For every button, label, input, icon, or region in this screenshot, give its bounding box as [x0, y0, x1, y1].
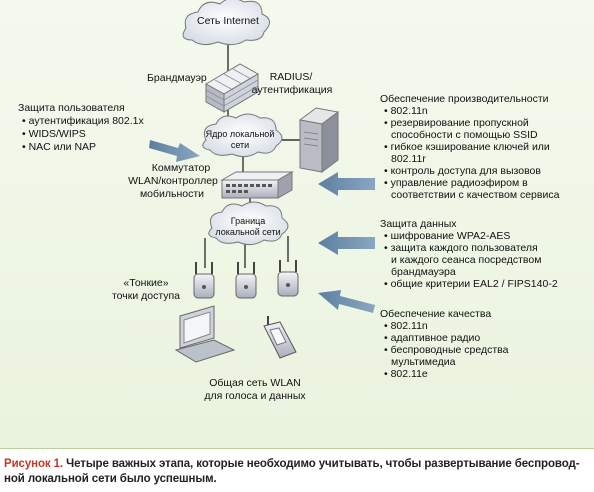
user-protection-item: • NAC или NAP: [22, 141, 96, 153]
ap-label-2: точки доступа: [112, 290, 180, 302]
performance-item: • контроль доступа для вызовов: [384, 165, 541, 177]
switch-label-3: мобильности: [140, 188, 204, 200]
data-protection-item-cont: и каждого сеанса посредством: [391, 254, 541, 266]
phone-icon: [263, 316, 297, 359]
network-diagram: Сеть Internet Брандмауэр RADIUS/ аутенти…: [18, 0, 560, 402]
internet-cloud: Сеть Internet: [182, 0, 270, 46]
quality-item: • беспроводные средства: [384, 344, 509, 356]
shared-label-2: для голоса и данных: [204, 390, 306, 402]
performance-item: • 802.11n: [384, 105, 428, 117]
core-cloud: Ядро локальной сети: [202, 113, 283, 158]
arrow-icon: [318, 172, 375, 196]
laptop-icon: [174, 305, 236, 363]
figure-caption: Рисунок 1. Четыре важных этапа, которые …: [4, 457, 590, 487]
data-protection-item: • защита каждого пользователя: [384, 242, 538, 254]
user-protection-item: • аутентификация 802.1x: [22, 115, 144, 127]
access-point-icon: [277, 260, 299, 297]
performance-item-cont: 802.11r: [391, 153, 426, 165]
ap-label-1: «Тонкие»: [123, 277, 168, 289]
access-point-icon: [193, 262, 215, 299]
arrow-icon: [318, 290, 375, 313]
radius-label-2: аутентификация: [252, 84, 333, 96]
edge-label-2: локальной сети: [215, 227, 280, 237]
caption-line-1: Четыре важных этапа, которые необходимо …: [66, 458, 580, 470]
performance-item: • управление радиоэфиром в: [384, 177, 528, 189]
data-protection-item: • общие критерии EAL2 / FIPS140-2: [384, 278, 558, 290]
radius-server-icon: [298, 107, 340, 173]
quality-item: • 802.11e: [384, 368, 428, 380]
core-label-2: сети: [231, 140, 249, 150]
performance-item: • гибкое кэширование ключей или: [384, 141, 550, 153]
edge-label-1: Граница: [231, 216, 266, 226]
data-protection-title: Защита данных: [380, 218, 457, 230]
performance-item-cont: соответствии с качеством сервиса: [391, 189, 560, 201]
arrow-icon: [149, 140, 200, 162]
quality-item-cont: мультимедиа: [391, 356, 456, 368]
diagram-background: [0, 0, 594, 449]
quality-title: Обеспечение качества: [380, 308, 491, 320]
data-protection-item-cont: брандмауэра: [391, 266, 456, 278]
performance-item: • резервирование пропускной: [384, 117, 529, 129]
firewall-label: Брандмауэр: [147, 72, 207, 84]
access-point-icon: [235, 262, 257, 299]
caption-line-2: ной локальной сети было успешным.: [4, 473, 217, 485]
arrow-icon: [318, 231, 375, 255]
performance-title: Обеспечение производительности: [380, 93, 549, 105]
radius-label-1: RADIUS/: [270, 71, 313, 83]
shared-label-1: Общая сеть WLAN: [209, 377, 301, 389]
user-protection-title: Защита пользователя: [18, 102, 125, 114]
firewall-icon: [204, 63, 260, 113]
data-protection-item: • шифрование WPA2-AES: [384, 230, 510, 242]
wlan-switch-icon: [220, 171, 294, 199]
switch-label-1: Коммутатор: [152, 162, 211, 174]
user-protection-item: • WIDS/WIPS: [22, 128, 86, 140]
figure-number: Рисунок 1.: [4, 458, 64, 470]
quality-item: • 802.11n: [384, 320, 428, 332]
switch-label-2: WLAN/контроллер: [128, 175, 218, 187]
edge-cloud: Граница локальной сети: [208, 201, 289, 246]
performance-item-cont: способности с помощью SSID: [391, 129, 538, 141]
internet-label: Сеть Internet: [197, 15, 259, 27]
core-label-1: Ядро локальной: [206, 129, 275, 139]
quality-item: • адаптивное радио: [384, 332, 480, 344]
